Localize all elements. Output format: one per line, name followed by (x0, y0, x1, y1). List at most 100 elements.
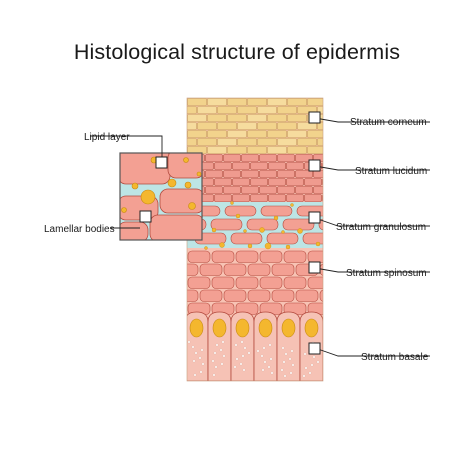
lucidum-brick (223, 170, 241, 178)
lucidum-brick (295, 170, 313, 178)
lamellar-body (264, 242, 272, 250)
lamellar-body (235, 213, 241, 219)
basal-nucleus (281, 318, 296, 338)
spinous-cell (271, 263, 295, 276)
basal-granule (235, 357, 239, 361)
basal-granule (234, 343, 238, 347)
lucidum-brick (214, 194, 232, 202)
inset-lamellar-body (167, 178, 177, 188)
corneum-brick (187, 98, 207, 106)
spinous-cell (187, 289, 199, 302)
basal-granule (312, 355, 316, 359)
basal-granule (187, 340, 191, 344)
basal-granule (310, 363, 314, 367)
label-stratum-corneum: Stratum corneum (350, 117, 427, 128)
lucidum-brick (295, 154, 313, 162)
lamellar-body (297, 228, 303, 234)
spinous-cell (187, 250, 211, 263)
corneum-brick (197, 106, 217, 114)
corneum-brick (287, 146, 307, 154)
spinous-cell (235, 276, 259, 289)
marker-basale (308, 342, 321, 355)
lamellar-body (204, 246, 208, 250)
basal-granule (214, 365, 218, 369)
corneum-brick (207, 114, 227, 122)
lamellar-body (290, 203, 294, 207)
corneum-brick (217, 106, 237, 114)
corneum-brick (297, 138, 317, 146)
corneum-brick (187, 138, 197, 146)
label-stratum-lucidum: Stratum lucidum (355, 166, 427, 177)
basal-granule (316, 360, 320, 364)
lucidum-brick (259, 154, 277, 162)
inset-lamellar-body (131, 182, 139, 190)
basal-granule (215, 343, 219, 347)
lucidum-brick (223, 154, 241, 162)
spinous-cell (187, 276, 211, 289)
corneum-brick (307, 146, 323, 154)
lucidum-brick (214, 162, 232, 170)
basal-granule (220, 362, 224, 366)
marker-spinosum (308, 261, 321, 274)
lamellar-body (285, 244, 291, 250)
basal-granule (263, 360, 267, 364)
basal-granule (212, 373, 216, 377)
granular-cell (230, 232, 263, 245)
spinous-cell (295, 289, 319, 302)
basal-granule (198, 356, 202, 360)
basal-granule (289, 371, 293, 375)
lucidum-brick (232, 162, 250, 170)
marker-lamellar-bodies (139, 210, 152, 223)
inset-cell (120, 221, 149, 240)
basal-granule (288, 357, 292, 361)
corneum-brick (247, 130, 267, 138)
corneum-brick (277, 106, 297, 114)
lucidum-brick (322, 194, 323, 202)
marker-lucidum (308, 159, 321, 172)
basal-granule (213, 351, 217, 355)
inset-cell (159, 188, 202, 214)
lucidum-brick (313, 170, 323, 178)
lucidum-brick (223, 186, 241, 194)
corneum-brick (257, 122, 277, 130)
spinous-cell (319, 289, 323, 302)
corneum-brick (267, 130, 287, 138)
basal-granule (260, 354, 264, 358)
lamellar-body (247, 243, 253, 249)
lucidum-brick (277, 170, 295, 178)
lucidum-brick (268, 162, 286, 170)
basal-granule (201, 362, 205, 366)
basal-granule (302, 374, 306, 378)
stratum-corneum-bricks (187, 98, 323, 154)
inset-lamellar-body (140, 189, 156, 205)
lamellar-body (281, 230, 285, 234)
corneum-brick (207, 146, 227, 154)
lamellar-body (273, 215, 279, 221)
lucidum-brick (250, 178, 268, 186)
corneum-brick (187, 106, 197, 114)
basal-nucleus (235, 318, 250, 338)
lamellar-body (315, 241, 321, 247)
inset-lamellar-body (188, 202, 196, 210)
basal-granule (283, 374, 287, 378)
basal-nucleus (304, 318, 319, 338)
basal-granule (267, 365, 271, 369)
basal-granule (200, 348, 204, 352)
lucidum-brick (232, 178, 250, 186)
basal-granule (308, 371, 312, 375)
label-stratum-spinosum: Stratum spinosum (346, 268, 427, 279)
corneum-brick (227, 114, 247, 122)
spinous-cell (247, 289, 271, 302)
marker-lipid-layer (155, 156, 168, 169)
lucidum-brick (277, 186, 295, 194)
spinous-cell (283, 276, 307, 289)
spinous-cell (259, 250, 283, 263)
basal-granule (199, 370, 203, 374)
basal-granule (233, 365, 237, 369)
basal-granule (262, 346, 266, 350)
corneum-brick (187, 114, 207, 122)
spinous-cell (307, 250, 323, 263)
lamellar-body (259, 227, 265, 233)
lamellar-body (230, 201, 234, 205)
lamellar-body (243, 229, 247, 233)
